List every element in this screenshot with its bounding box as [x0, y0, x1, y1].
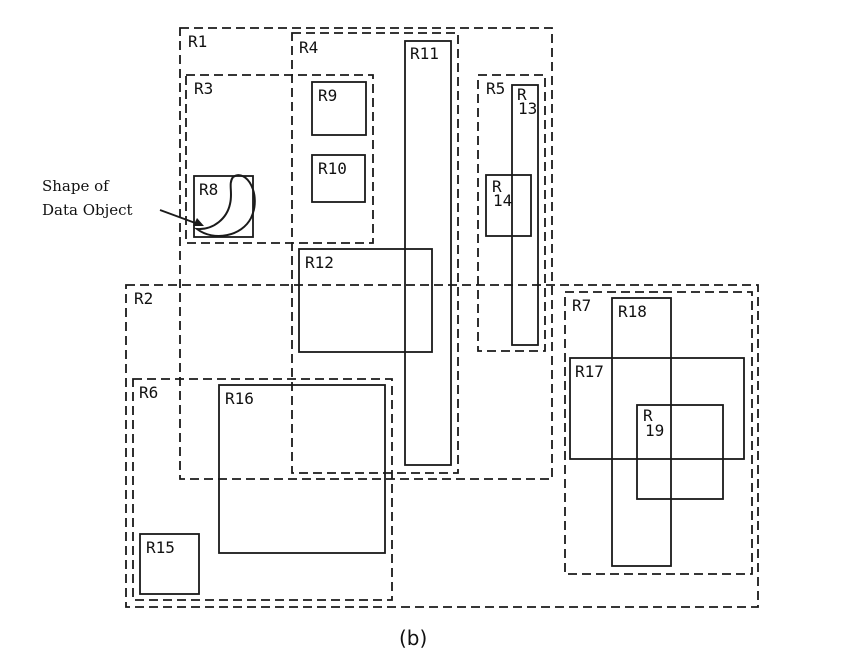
rect-r13	[511, 84, 539, 346]
rect-r6	[132, 378, 393, 601]
label-r15: R15	[146, 538, 175, 557]
rect-r12	[298, 248, 433, 353]
annotation-line2: Data Object	[42, 201, 133, 219]
rect-r16	[218, 384, 386, 554]
rect-r14	[485, 174, 532, 237]
rect-r17	[569, 357, 745, 460]
label-r13-line1: R	[517, 85, 527, 104]
label-r14-line2: 14	[493, 191, 512, 210]
rect-r15	[139, 533, 200, 595]
label-r3: R3	[194, 79, 213, 98]
annotation-line1: Shape of	[42, 177, 110, 195]
label-r5: R5	[486, 79, 505, 98]
label-r6: R6	[139, 383, 158, 402]
label-r7: R7	[572, 296, 591, 315]
rect-r8	[193, 175, 254, 238]
label-r9: R9	[318, 86, 337, 105]
figure-caption: (b)	[399, 626, 427, 650]
label-r18: R18	[618, 302, 647, 321]
label-r11: R11	[410, 44, 439, 63]
label-r10: R10	[318, 159, 347, 178]
label-r13-line2: 13	[518, 99, 537, 118]
rect-r3	[185, 74, 374, 244]
label-r19-line1: R	[643, 406, 653, 425]
rect-r4	[291, 32, 459, 474]
label-r1: R1	[188, 32, 207, 51]
label-r4: R4	[299, 38, 318, 57]
rect-r5	[477, 74, 546, 352]
label-r14-line1: R	[492, 177, 502, 196]
rect-r1	[179, 27, 553, 480]
annotation-arrowhead	[193, 218, 204, 226]
rect-r9	[311, 81, 367, 136]
rect-r19	[636, 404, 724, 500]
label-r2: R2	[134, 289, 153, 308]
data-object-shape	[193, 174, 256, 237]
label-r12: R12	[305, 253, 334, 272]
label-r8: R8	[199, 180, 218, 199]
label-r16: R16	[225, 389, 254, 408]
rect-r10	[311, 154, 366, 203]
label-r17: R17	[575, 362, 604, 381]
label-r19-line2: 19	[645, 421, 664, 440]
annotation-arrow-line	[159, 209, 199, 225]
rect-r18	[611, 297, 672, 567]
rect-r11	[404, 40, 452, 466]
rect-r7	[564, 291, 753, 575]
rect-r2	[125, 284, 759, 608]
